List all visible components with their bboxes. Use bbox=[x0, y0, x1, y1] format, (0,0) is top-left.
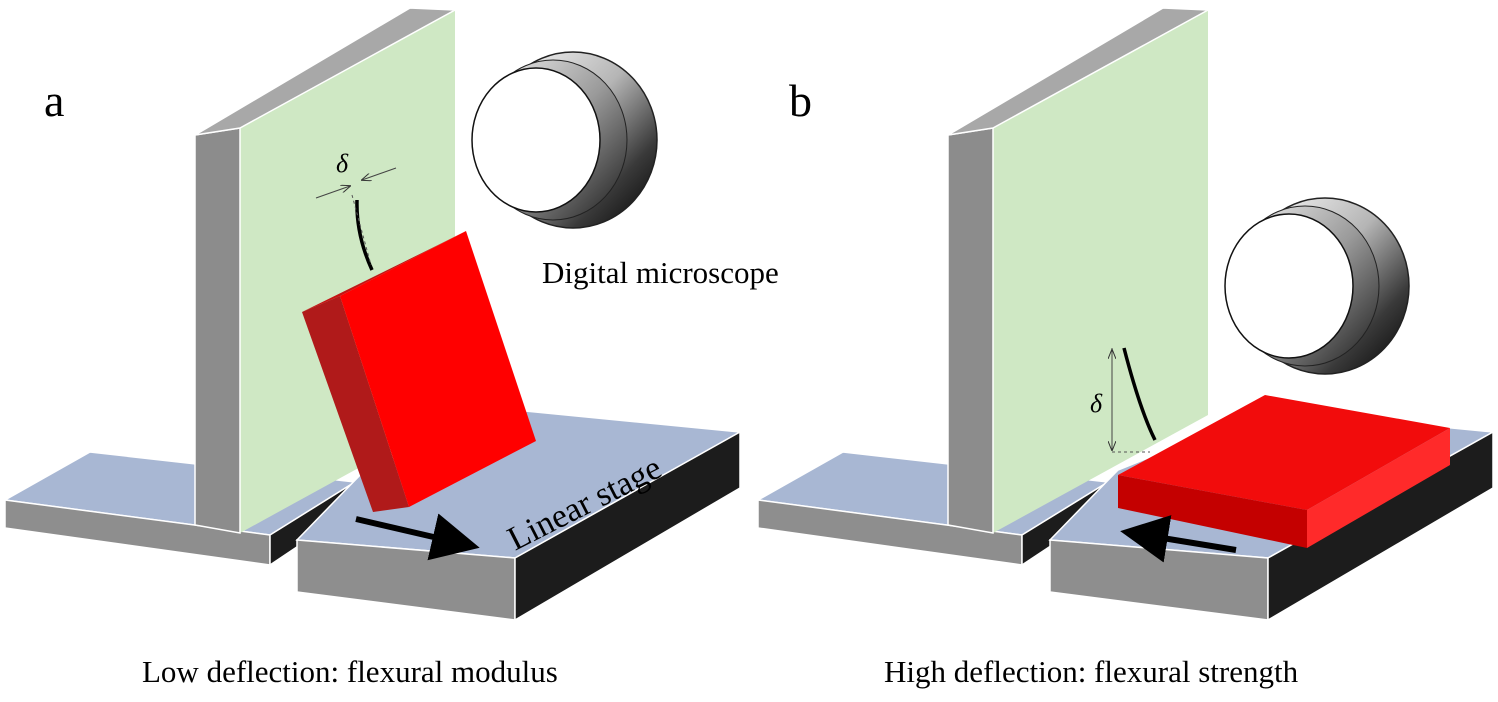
stage-arrow-b bbox=[1120, 515, 1237, 563]
red-block-a bbox=[302, 231, 536, 512]
microscope-label: Digital microscope bbox=[542, 255, 779, 290]
caption-b: High deflection: flexural strength bbox=[884, 654, 1299, 689]
panel-a bbox=[2, 7, 743, 622]
red-block-b bbox=[1118, 395, 1450, 548]
linear-stage-a bbox=[295, 409, 743, 622]
backplate-b bbox=[947, 7, 1211, 534]
panel-letter-a: a bbox=[44, 75, 64, 126]
specimen-beam-a bbox=[315, 167, 397, 271]
delta-label-b: δ bbox=[1090, 389, 1103, 418]
caption-a: Low deflection: flexural modulus bbox=[142, 654, 558, 689]
delta-label-a: δ bbox=[336, 149, 349, 178]
panel-letter-b: b bbox=[789, 75, 812, 126]
panel-b bbox=[755, 7, 1496, 622]
microscope-b bbox=[1224, 197, 1410, 375]
stage-arrow-a bbox=[355, 513, 480, 561]
microscope-a bbox=[471, 51, 658, 229]
specimen-beam-b bbox=[1112, 347, 1157, 453]
